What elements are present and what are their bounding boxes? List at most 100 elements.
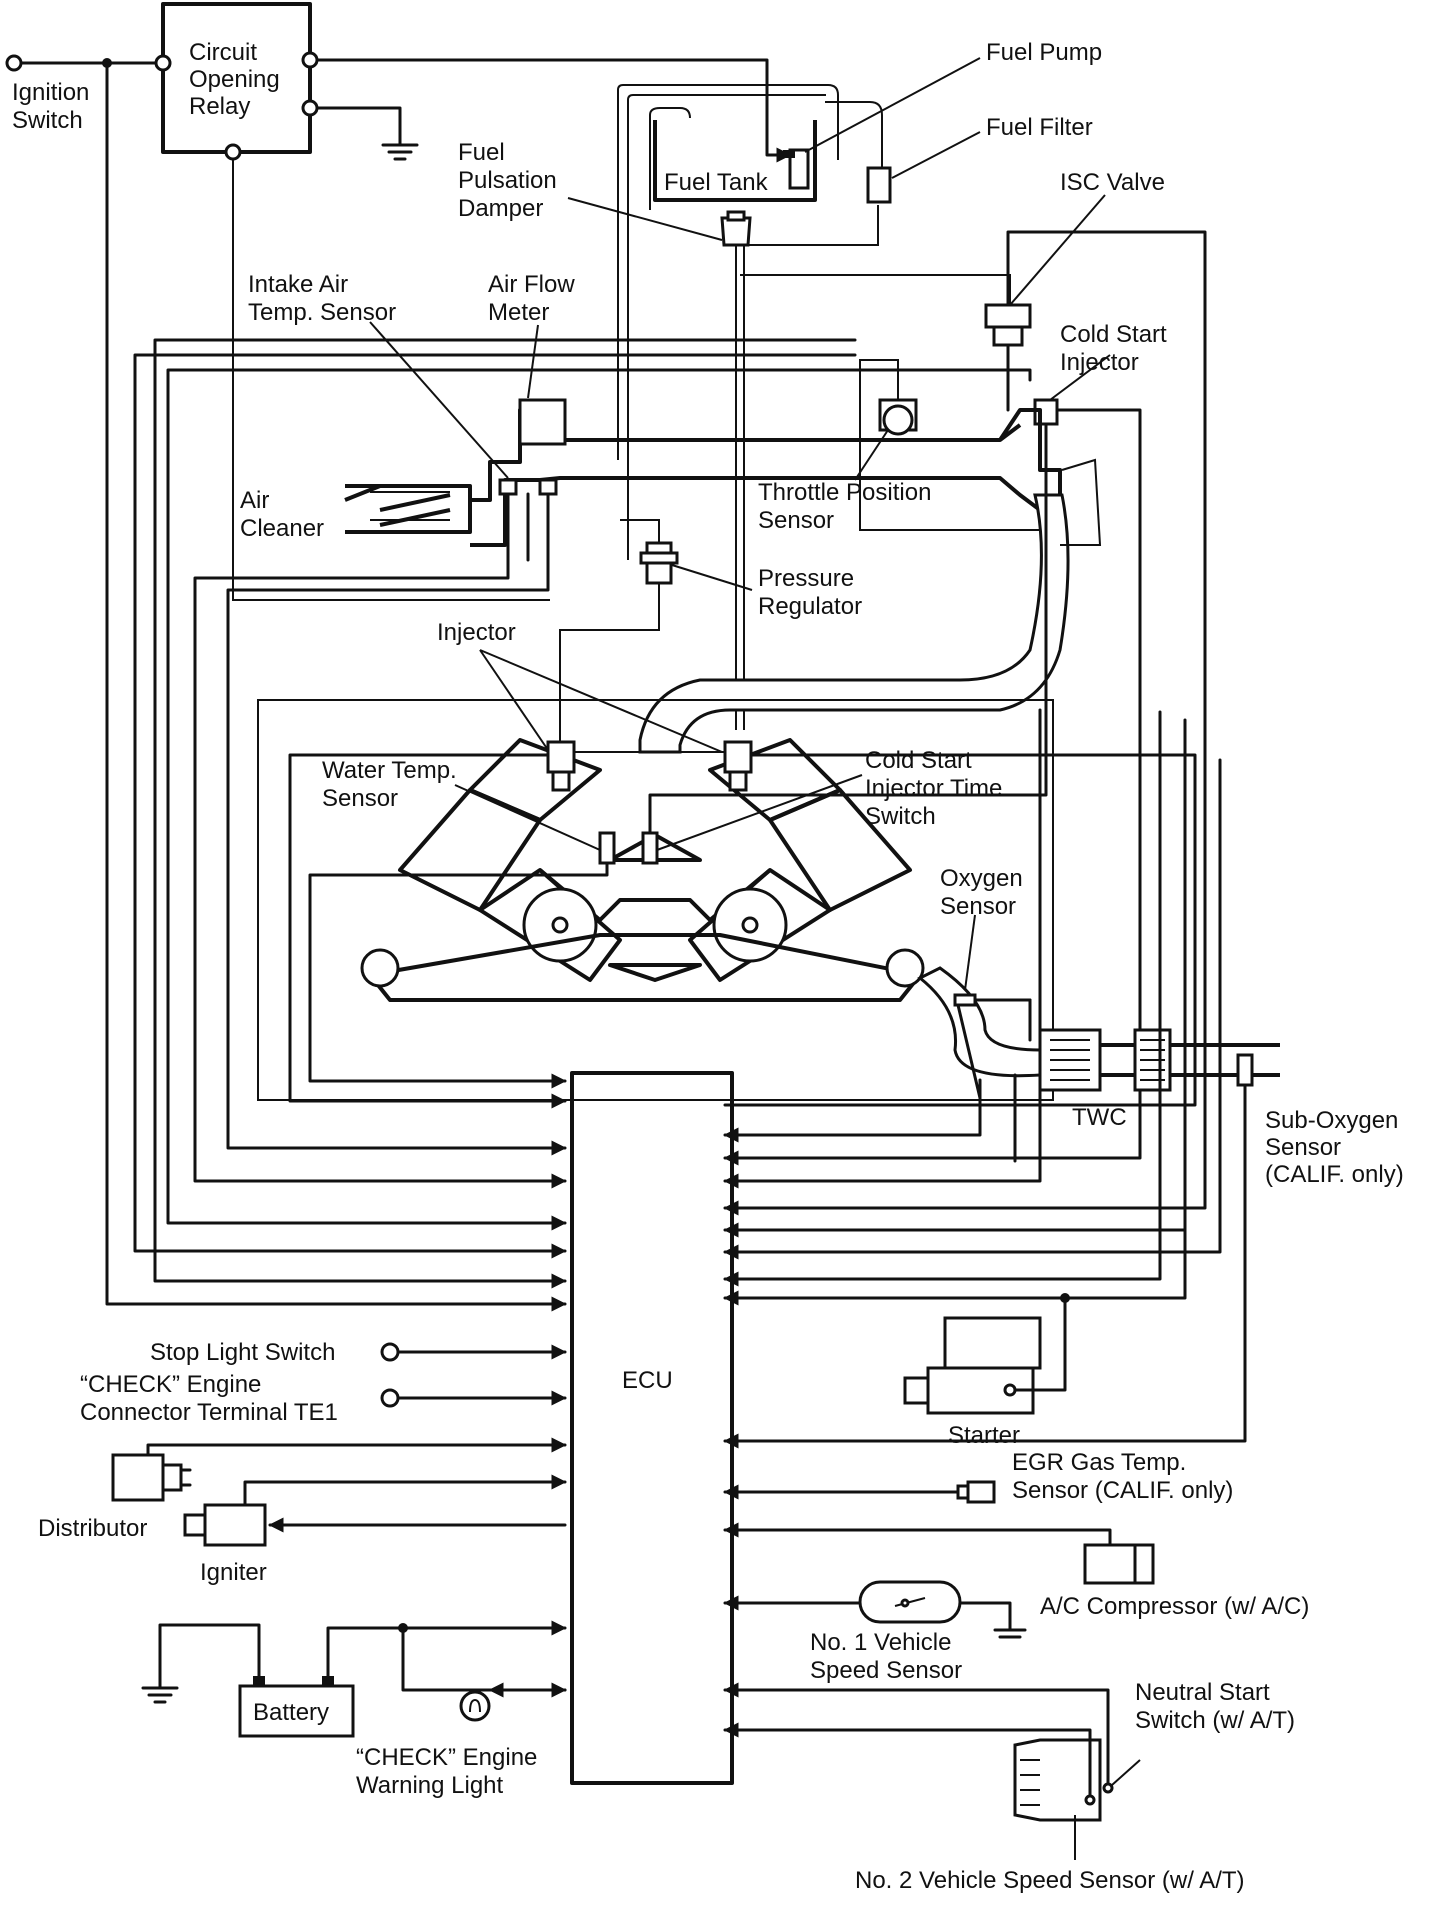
air-cleaner-label: Air Cleaner: [240, 487, 324, 542]
stop-light-switch: [380, 1342, 400, 1362]
pressure-regulator: [639, 541, 679, 585]
sub-oxygen-sensor-wire: [723, 1098, 1247, 1449]
ac-compressor-label: A/C Compressor (w/ A/C): [1040, 1593, 1309, 1620]
air-flow-meter-leader: [527, 324, 539, 399]
fuel-pulsation-damper-label: Fuel Pulsation Damper: [458, 139, 563, 222]
ecu: [570, 1071, 734, 1785]
battery: [238, 1676, 355, 1738]
fuel-return-line: [617, 84, 839, 460]
afm-wire-1: [193, 492, 567, 1189]
fuel-filter-leader: [891, 131, 981, 179]
egr-gas-temp-sensor: [956, 1480, 996, 1504]
oxygen-sensor: [953, 993, 1032, 1042]
water-temp-sensor-label: Water Temp. Sensor: [322, 757, 463, 812]
tps-sensor-wire: [859, 359, 1040, 531]
tps-leader: [854, 429, 889, 481]
ac-compressor: [1083, 1543, 1155, 1585]
fuel-return-line-2: [627, 94, 826, 560]
injector-wire-left: [288, 753, 567, 1109]
pressure-regulator-label: Pressure Regulator: [758, 565, 862, 620]
right-wire-c: [723, 708, 1042, 1189]
afm-wire-2: [226, 492, 567, 1156]
cold-start-injector-label: Cold Start Injector: [1060, 321, 1173, 376]
cold-start-injector-leader: [1049, 354, 1111, 401]
water-temp-sensor: [598, 831, 616, 865]
no1-vss-ground-icon: [958, 1601, 1027, 1639]
fuel-tank-label: Fuel Tank: [664, 169, 769, 196]
ecu-label: ECU: [622, 1367, 673, 1394]
injector-left: [546, 740, 576, 792]
cold-start-time-switch-leader: [656, 774, 863, 851]
fuel-filter-label: Fuel Filter: [986, 114, 1093, 141]
water-temp-wire: [308, 861, 609, 1089]
twc-label: TWC: [1072, 1104, 1127, 1131]
cold-start-injector-time-switch: [641, 831, 659, 865]
injector-label: Injector: [437, 619, 516, 646]
neutral-start-wire: [723, 1682, 1110, 1786]
igniter: [183, 1503, 267, 1547]
fuel-filter: [866, 166, 892, 204]
igniter-label: Igniter: [200, 1559, 267, 1586]
ignition-switch-label: Ignition Switch: [12, 79, 96, 134]
oxygen-sensor-leader: [964, 914, 976, 991]
throttle-position-sensor-label: Throttle Position Sensor: [758, 479, 938, 534]
igniter-to-ecu: [243, 1474, 567, 1507]
starter-label: Starter: [948, 1422, 1020, 1449]
relay-pump-wire: [315, 58, 792, 163]
pressure-regulator-leader: [671, 564, 753, 591]
isc-valve-label: ISC Valve: [1060, 169, 1165, 196]
fuel-tank: [653, 120, 817, 202]
check-engine-warning-light: [459, 1690, 491, 1722]
ignition-ecu-wire: [105, 61, 567, 1312]
ac-compressor-wire: [723, 1522, 1112, 1547]
cold-start-time-switch-wire: [648, 430, 1048, 835]
ignition-switch: [5, 54, 158, 72]
egr-gas-temp-sensor-label: EGR Gas Temp. Sensor (CALIF. only): [1012, 1449, 1233, 1504]
battery-wire-2: [401, 1626, 567, 1698]
isc-valve-leader: [1009, 194, 1106, 306]
cold-start-injector-wire: [723, 408, 1142, 1166]
tps-wire: [153, 338, 857, 1289]
fuel-filter-line: [825, 101, 883, 170]
isc-valve-wire: [723, 230, 1207, 1216]
damper-leader: [567, 197, 723, 241]
no1-vehicle-speed-sensor-label: No. 1 Vehicle Speed Sensor: [810, 1629, 962, 1684]
throttle-body: [878, 398, 1062, 520]
injector-leader-right: [479, 649, 723, 753]
battery-label: Battery: [253, 1699, 329, 1726]
air-flow-meter-label: Air Flow Meter: [488, 271, 581, 326]
injector-leader-left: [479, 649, 549, 751]
engine-block: [257, 699, 1054, 1101]
water-temp-leader: [454, 784, 601, 851]
intake-air-temp-sensor: [498, 478, 558, 496]
regulator-line-2: [620, 519, 660, 543]
battery-wire: [326, 1620, 567, 1678]
stop-light-switch-label: Stop Light Switch: [150, 1339, 335, 1366]
relay-ground-icon: [315, 106, 419, 161]
injector-right: [723, 740, 753, 792]
fuel-feed-line: [649, 107, 691, 210]
no2-vss-wire: [723, 1722, 1092, 1798]
right-wire-e: [723, 710, 1162, 1287]
circuit-opening-relay-label: Circuit Opening Relay: [189, 39, 286, 120]
tps-wire-2: [133, 353, 857, 1259]
fuel-pulsation-damper: [720, 210, 752, 247]
oxygen-sensor-wire-2: [723, 1078, 982, 1143]
neutral-start-switch-label: Neutral Start Switch (w/ A/T): [1135, 1679, 1295, 1734]
distributor: [111, 1453, 192, 1502]
distributor-label: Distributor: [38, 1515, 147, 1542]
fuel-pump-label: Fuel Pump: [986, 39, 1102, 66]
right-wire-d: [723, 758, 1222, 1260]
air-flow-meter: [518, 398, 567, 446]
neutral-start-switch: [1013, 1738, 1114, 1822]
sub-oxygen-sensor: [1236, 1053, 1254, 1102]
fuel-filter-line-2: [740, 205, 879, 246]
intake-air-temp-sensor-label: Intake Air Temp. Sensor: [248, 271, 396, 326]
distributor-wire: [146, 1437, 567, 1457]
circuit-opening-relay: [154, 2, 319, 161]
no1-vehicle-speed-sensor: [858, 1580, 962, 1624]
battery-ground-icon: [141, 1623, 261, 1704]
regulator-line: [559, 583, 660, 742]
neutral-start-leader: [1111, 1759, 1141, 1786]
